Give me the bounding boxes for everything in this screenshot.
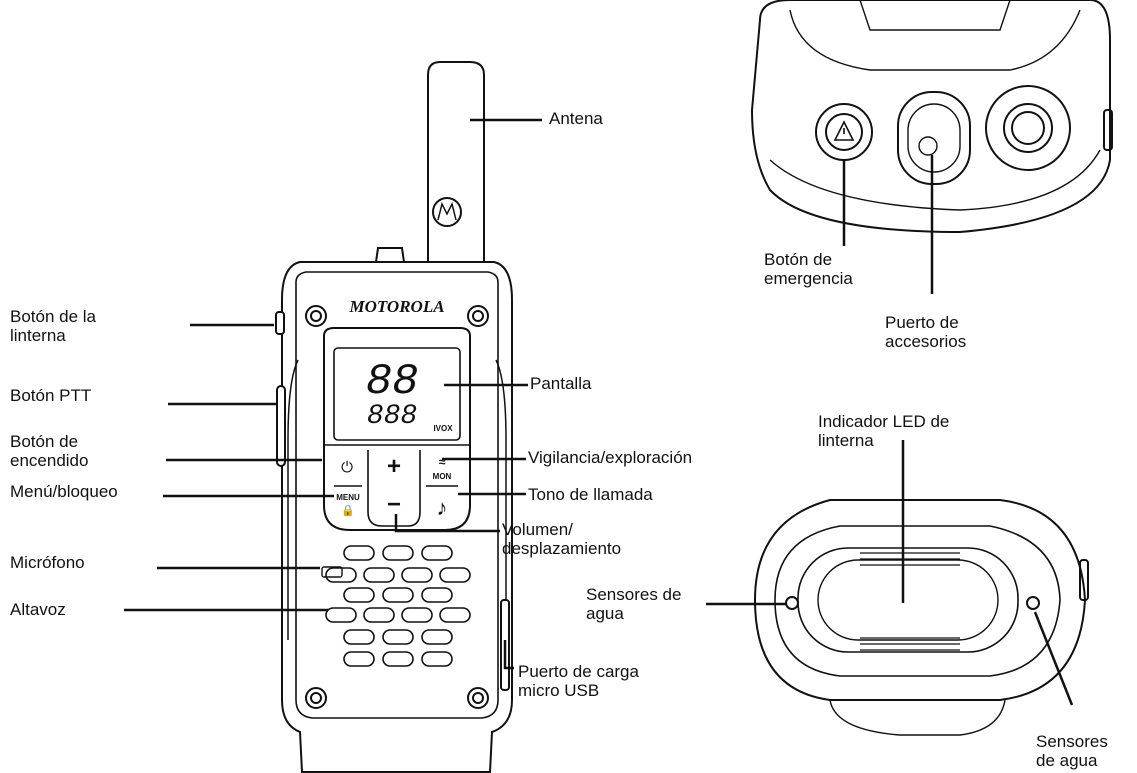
water-sensor-right — [1026, 596, 1040, 610]
volume-up-key[interactable]: + — [387, 453, 401, 480]
label-linterna: Botón de la linterna — [10, 307, 97, 345]
label-sensores-1: Sensores de agua — [586, 585, 682, 623]
label-antena: Antena — [549, 109, 603, 128]
scan-icon: ≈ — [439, 455, 446, 469]
label-vigilancia: Vigilancia/exploración — [528, 448, 693, 467]
screw — [305, 305, 327, 327]
menu-key-label[interactable]: MENU — [336, 493, 360, 502]
label-volumen: Volumen/ desplazamiento — [502, 520, 622, 558]
label-microfono: Micrófono — [10, 553, 85, 572]
front-panel — [323, 327, 471, 531]
flashlight-side-button — [275, 311, 285, 335]
call-tone-key-icon[interactable]: ♪ — [437, 495, 448, 520]
radio-bottom-view — [753, 499, 1089, 736]
label-emergencia: Botón de emergencia — [764, 250, 853, 288]
accessory-port — [897, 91, 971, 185]
lcd-vox-label: IVOX — [433, 424, 453, 433]
screw — [467, 305, 489, 327]
motorola-logo-icon — [432, 197, 462, 227]
monitor-key-label[interactable]: MON — [433, 472, 452, 481]
brand-logo: MOTOROLA — [348, 297, 444, 316]
label-pantalla: Pantalla — [530, 374, 592, 393]
speaker-grille — [325, 545, 471, 667]
antenna — [427, 61, 485, 262]
radio-top-view — [750, 0, 1113, 234]
lcd-channel-digits: 88 — [366, 357, 419, 407]
label-encendido: Botón de encendido — [10, 432, 89, 470]
label-tono: Tono de llamada — [528, 485, 653, 504]
label-sensores-2: Sensores de agua — [1036, 732, 1108, 770]
label-menu: Menú/bloqueo — [10, 482, 118, 501]
power-key-icon[interactable]: ⏻ — [341, 459, 353, 476]
ptt-side-button — [276, 385, 286, 467]
leader-lines — [124, 118, 1074, 706]
lcd-screen — [333, 347, 461, 441]
label-puerto-carga: Puerto de carga micro USB — [518, 662, 639, 700]
lock-icon: 🔒 — [341, 504, 355, 517]
label-altavoz: Altavoz — [10, 600, 66, 619]
label-ptt: Botón PTT — [10, 386, 92, 405]
lcd-code-digits: 888 — [367, 401, 417, 432]
volume-down-key[interactable]: − — [387, 491, 401, 518]
label-led: Indicador LED de linterna — [818, 412, 950, 450]
warning-icon — [833, 120, 855, 141]
speaker-round-cover — [985, 85, 1071, 171]
label-accesorios: Puerto de accesorios — [885, 313, 967, 351]
screw — [467, 687, 489, 709]
microphone-hole — [321, 566, 343, 578]
screw — [305, 687, 327, 709]
